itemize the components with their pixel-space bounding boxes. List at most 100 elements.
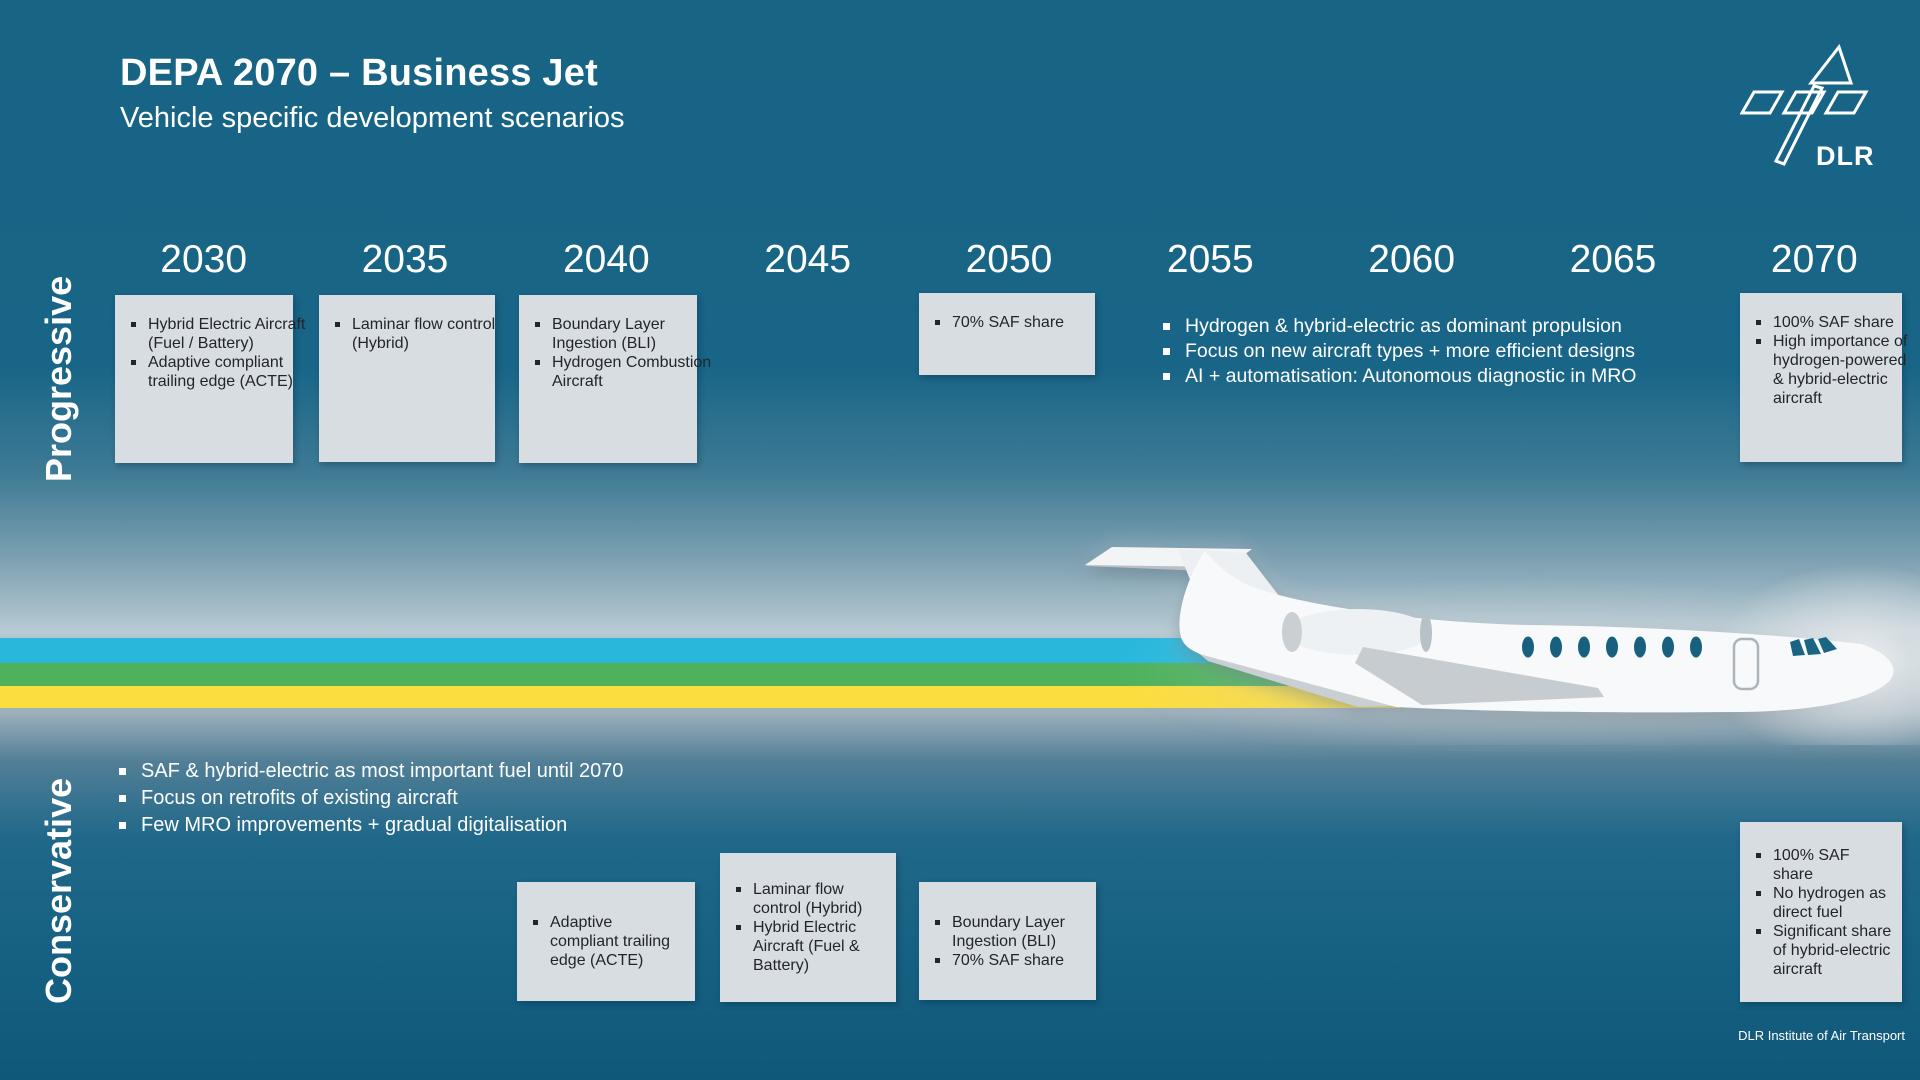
scenario-box-list: 100% SAF share High importance of hydrog… — [1740, 293, 1920, 408]
scenario-box-list: Laminar flow control (Hybrid) Hybrid Ele… — [720, 880, 896, 975]
list-item: Hydrogen & hybrid-electric as dominant p… — [1163, 314, 1703, 339]
bullet-square-icon — [131, 360, 136, 365]
bullet-square-icon — [119, 768, 126, 775]
timeline-year-2060: 2060 — [1368, 238, 1456, 281]
bullet-square-icon — [1756, 928, 1761, 934]
scenario-box-progressive-2030: Hybrid Electric Aircraft (Fuel / Battery… — [115, 295, 305, 463]
footer-credit: DLR Institute of Air Transport — [1738, 1028, 1905, 1043]
jet-near-wing — [1355, 647, 1604, 705]
list-item: Significant share of hybrid-electric air… — [1756, 922, 1892, 979]
business-jet-illustration — [1085, 547, 1920, 745]
timeline-year-2030: 2030 — [160, 238, 248, 281]
bullet-square-icon — [533, 920, 538, 925]
scenario-box-list: 70% SAF share — [919, 293, 1121, 332]
bullet-square-icon — [119, 795, 126, 802]
list-item-text: Hybrid Electric Aircraft (Fuel & Battery… — [753, 919, 860, 974]
list-item-text: Focus on new aircraft types + more effic… — [1185, 340, 1635, 362]
list-item-text: 70% SAF share — [952, 951, 1065, 969]
header: DEPA 2070 – Business Jet Vehicle specifi… — [120, 52, 625, 135]
list-item: Focus on retrofits of existing aircraft — [119, 785, 759, 812]
jet-cabin-door — [1732, 637, 1760, 691]
bullet-square-icon — [736, 925, 741, 930]
list-item: Few MRO improvements + gradual digitalis… — [119, 812, 759, 839]
list-item: Boundary Layer Ingestion (BLI) — [935, 913, 1086, 951]
scenario-box-conservative-2070: 100% SAF share No hydrogen as direct fue… — [1740, 822, 1902, 1002]
dlr-logo: DLR — [1740, 43, 1875, 171]
bullet-square-icon — [935, 320, 940, 325]
row-label-progressive: Progressive — [38, 275, 79, 482]
scenario-box-list: Hybrid Electric Aircraft (Fuel / Battery… — [115, 295, 319, 391]
list-item-text: Hydrogen Combustion Aircraft — [552, 354, 712, 390]
bullet-square-icon — [131, 322, 136, 327]
bullet-square-icon — [935, 919, 940, 925]
dlr-logo-mark — [1740, 43, 1869, 166]
bullet-square-icon — [1756, 339, 1761, 344]
list-item: Boundary Layer Ingestion (BLI) — [535, 315, 713, 353]
jet-fuselage — [1179, 551, 1894, 713]
scenario-box-list: Boundary Layer Ingestion (BLI) 70% SAF s… — [919, 913, 1096, 970]
list-item: Adaptive compliant trailing edge (ACTE) — [131, 353, 309, 391]
bullet-square-icon — [1756, 890, 1761, 896]
list-item-text: Few MRO improvements + gradual digitalis… — [141, 814, 568, 836]
bullet-square-icon — [1163, 373, 1170, 380]
page-title: DEPA 2070 – Business Jet — [120, 52, 598, 94]
list-item: Laminar flow control (Hybrid) — [335, 315, 511, 353]
list-item-text: 70% SAF share — [952, 314, 1065, 331]
bullet-square-icon — [335, 322, 340, 327]
list-item: No hydrogen as direct fuel — [1756, 884, 1892, 922]
bullet-square-icon — [119, 822, 126, 829]
list-item: SAF & hybrid-electric as most important … — [119, 758, 759, 785]
bullet-square-icon — [535, 360, 540, 365]
list-item: Hybrid Electric Aircraft (Fuel & Battery… — [736, 918, 886, 975]
list-item: AI + automatisation: Autonomous diagnost… — [1163, 364, 1703, 389]
timeline-year-2040: 2040 — [562, 238, 650, 281]
bullet-square-icon — [1756, 852, 1761, 858]
list-item-text: Hybrid Electric Aircraft (Fuel / Battery… — [148, 316, 306, 352]
list-item-text: Boundary Layer Ingestion (BLI) — [552, 316, 665, 352]
progressive-bullets: Hydrogen & hybrid-electric as dominant p… — [1163, 314, 1703, 389]
list-item: Hybrid Electric Aircraft (Fuel / Battery… — [131, 315, 309, 353]
scenario-box-list: 100% SAF share No hydrogen as direct fue… — [1740, 846, 1902, 979]
list-item-text: Focus on retrofits of existing aircraft — [141, 787, 458, 809]
list-item-text: Boundary Layer Ingestion (BLI) — [952, 913, 1065, 950]
timeline-year-2070: 2070 — [1770, 238, 1858, 281]
scenario-box-conservative-2050: Boundary Layer Ingestion (BLI) 70% SAF s… — [919, 882, 1096, 1000]
list-item-text: Adaptive compliant trailing edge (ACTE) — [550, 914, 671, 969]
list-item-text: Laminar flow control (Hybrid) — [753, 881, 863, 917]
list-item: 100% SAF share — [1756, 313, 1918, 332]
list-item-text: High importance of hydrogen-powered & hy… — [1773, 333, 1908, 407]
stripe-yellow — [0, 686, 1400, 708]
scenario-box-progressive-2035: Laminar flow control (Hybrid) — [319, 295, 495, 462]
list-item: 100% SAF share — [1756, 846, 1892, 884]
bullet-square-icon — [535, 322, 540, 327]
timeline-year-2055: 2055 — [1166, 238, 1254, 281]
list-item-text: Hydrogen & hybrid-electric as dominant p… — [1185, 315, 1622, 337]
scenario-box-list: Adaptive compliant trailing edge (ACTE) — [517, 913, 695, 970]
scenario-box-list: Laminar flow control (Hybrid) — [319, 295, 521, 353]
list-item: Laminar flow control (Hybrid) — [736, 880, 886, 918]
bullet-square-icon — [1163, 348, 1170, 355]
timeline-year-2065: 2065 — [1569, 238, 1657, 281]
bullet-square-icon — [1756, 320, 1761, 325]
row-label-conservative: Conservative — [38, 777, 79, 1004]
list-item: High importance of hydrogen-powered & hy… — [1756, 332, 1918, 408]
dlr-logo-text: DLR — [1816, 141, 1875, 171]
bullet-square-icon — [736, 887, 741, 892]
list-item: 70% SAF share — [935, 313, 1111, 332]
list-item-text: Adaptive compliant trailing edge (ACTE) — [148, 354, 293, 390]
jet-windows — [1522, 636, 1702, 658]
list-item-text: 100% SAF share — [1773, 846, 1850, 883]
bullet-square-icon — [935, 957, 940, 963]
list-item-text: AI + automatisation: Autonomous diagnost… — [1185, 365, 1637, 387]
list-item-text: SAF & hybrid-electric as most important … — [141, 760, 624, 782]
bullet-square-icon — [1163, 323, 1170, 330]
timeline-year-2050: 2050 — [965, 238, 1053, 281]
list-item: Hydrogen Combustion Aircraft — [535, 353, 713, 391]
scenario-box-conservative-2040: Adaptive compliant trailing edge (ACTE) — [517, 882, 695, 1001]
scenario-box-progressive-2040: Boundary Layer Ingestion (BLI) Hydrogen … — [519, 295, 711, 463]
conservative-bullets: SAF & hybrid-electric as most important … — [119, 758, 759, 839]
page-subtitle: Vehicle specific development scenarios — [120, 102, 625, 134]
list-item-text: Laminar flow control (Hybrid) — [352, 316, 496, 352]
list-item-text: Significant share of hybrid-electric air… — [1773, 922, 1892, 978]
